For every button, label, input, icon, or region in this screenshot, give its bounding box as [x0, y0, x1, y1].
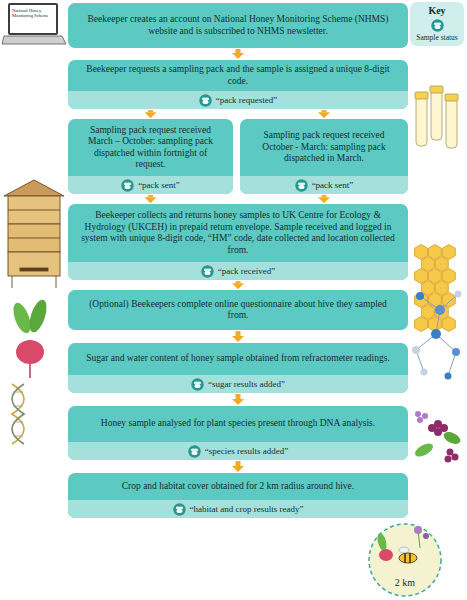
status-icon: [295, 179, 308, 192]
dna-illustration: [12, 384, 24, 444]
box-body: Honey sample analysed for plant species …: [68, 406, 408, 442]
status-band: “pack requested”: [68, 91, 408, 109]
process-box: Beekeeper collects and returns honey sam…: [68, 204, 408, 280]
flow-arrow: [236, 281, 241, 283]
process-box: Sampling pack request received March – O…: [68, 119, 233, 194]
honeycomb-cell: [428, 245, 441, 260]
box-body: Sampling pack request received October -…: [240, 119, 408, 176]
key-title: Key: [413, 5, 461, 17]
process-box: Honey sample analysed for plant species …: [68, 406, 408, 460]
process-box: (Optional) Beekeepers complete online qu…: [68, 290, 408, 330]
step-text: Beekeeper collects and returns honey sam…: [80, 210, 396, 256]
honeycomb-cell: [442, 293, 455, 308]
honeycomb-cell: [435, 305, 448, 320]
flow-arrow: [322, 195, 327, 197]
status-icon: [173, 503, 186, 516]
honeycomb-cell: [421, 281, 434, 296]
honeycomb-cell: [442, 245, 455, 260]
process-box: Beekeeper creates an account on National…: [68, 3, 408, 48]
status-band: “pack sent”: [68, 176, 233, 194]
laptop-illustration: [2, 3, 66, 44]
radish-illustration: [10, 298, 50, 378]
status-text: “pack sent”: [138, 180, 180, 191]
step-text: Honey sample analysed for plant species …: [101, 418, 375, 430]
status-band: “sugar results added”: [68, 375, 408, 393]
status-text: “species results added”: [205, 446, 288, 457]
status-text: “pack sent”: [312, 180, 354, 191]
step-text: Crop and habitat cover obtained for 2 km…: [122, 481, 354, 493]
step-text: Sampling pack request received March – O…: [80, 125, 221, 171]
box-body: Sugar and water content of honey sample …: [68, 343, 408, 375]
flow-arrow: [322, 110, 327, 112]
screen-text: National Honey Monitoring Scheme: [12, 8, 54, 18]
flow-arrow: [148, 110, 153, 112]
honeycomb-cell: [428, 269, 441, 284]
status-band: “pack sent”: [240, 176, 408, 194]
status-icon: [431, 19, 444, 32]
honeycomb-cell: [415, 245, 428, 260]
status-icon: [121, 179, 134, 192]
flow-arrow: [236, 461, 241, 466]
radius-circle-illustration: [369, 524, 441, 596]
flow-arrow: [236, 331, 241, 336]
radius-label: 2 km: [380, 577, 430, 588]
status-icon: [201, 265, 214, 278]
step-text: Beekeeper creates an account on National…: [80, 14, 396, 37]
status-band: “habitat and crop results ready”: [68, 500, 408, 518]
honeycomb-cell: [421, 257, 434, 272]
status-icon: [199, 94, 212, 107]
step-text: Beekeeper requests a sampling pack and t…: [80, 64, 396, 87]
honeycomb-cell: [442, 269, 455, 284]
sample-tubes: [415, 86, 458, 148]
status-text: “pack requested”: [216, 95, 278, 106]
box-body: Sampling pack request received March – O…: [68, 119, 233, 176]
honeycomb-cell: [415, 269, 428, 284]
honeycomb-cell: [421, 305, 434, 320]
beehive-illustration: [4, 180, 64, 288]
box-body: Beekeeper requests a sampling pack and t…: [68, 60, 408, 91]
molecule-illustration: [412, 291, 462, 380]
flow-arrow: [236, 394, 241, 399]
honeycomb-cell: [435, 281, 448, 296]
box-body: Crop and habitat cover obtained for 2 km…: [68, 473, 408, 500]
status-text: “pack received”: [218, 266, 276, 277]
honeycomb-cell: [442, 317, 455, 332]
status-band: “species results added”: [68, 442, 408, 460]
key-entry: Sample status: [416, 34, 457, 43]
step-text: (Optional) Beekeepers complete online qu…: [80, 299, 396, 322]
status-text: “habitat and crop results ready”: [190, 504, 304, 515]
status-text: “sugar results added”: [208, 379, 285, 390]
honeycomb-illustration: [415, 245, 456, 332]
process-box: Sugar and water content of honey sample …: [68, 343, 408, 393]
honeycomb-cell: [435, 257, 448, 272]
status-icon: [191, 378, 204, 391]
step-text: Sugar and water content of honey sample …: [86, 353, 390, 365]
flow-arrow: [236, 49, 241, 53]
flow-arrow: [148, 195, 153, 197]
status-band: “pack received”: [68, 262, 408, 280]
process-box: Sampling pack request received October -…: [240, 119, 408, 194]
box-body: (Optional) Beekeepers complete online qu…: [68, 290, 408, 330]
step-text: Sampling pack request received October -…: [252, 130, 396, 165]
box-body: Beekeeper collects and returns honey sam…: [68, 204, 408, 262]
process-box: Crop and habitat cover obtained for 2 km…: [68, 473, 408, 518]
berries-illustration: [413, 411, 462, 463]
status-icon: [188, 445, 201, 458]
key-box: KeySample status: [410, 2, 464, 46]
process-box: Beekeeper requests a sampling pack and t…: [68, 60, 408, 109]
honeycomb-cell: [415, 317, 428, 332]
box-body: Beekeeper creates an account on National…: [68, 3, 408, 48]
